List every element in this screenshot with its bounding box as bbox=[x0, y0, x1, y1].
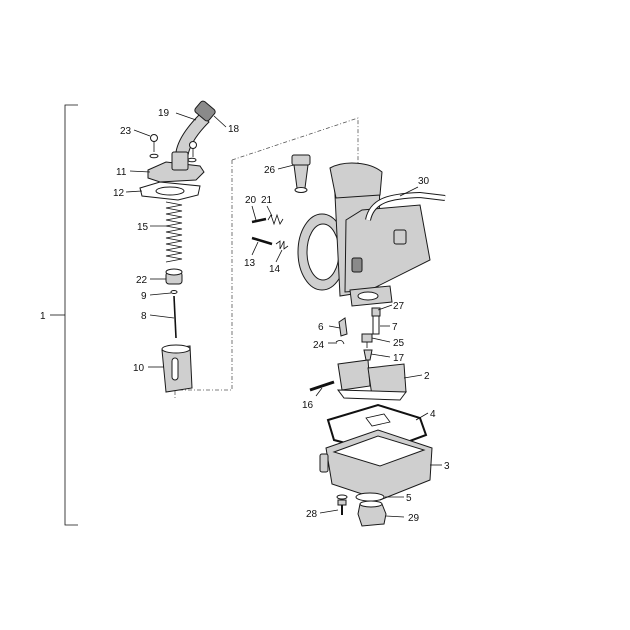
callout-26: 26 bbox=[264, 165, 276, 176]
clip-24 bbox=[335, 340, 345, 345]
cover-plate bbox=[147, 151, 205, 183]
jet-6 bbox=[338, 317, 348, 337]
carburetor-body bbox=[297, 162, 431, 307]
jet-7-27 bbox=[371, 307, 381, 335]
callout-18: 18 bbox=[228, 124, 240, 135]
callout-23: 23 bbox=[120, 126, 132, 137]
callout-6: 6 bbox=[318, 322, 324, 333]
jet-25 bbox=[361, 333, 373, 348]
callout-25: 25 bbox=[393, 338, 405, 349]
callout-30: 30 bbox=[418, 176, 430, 187]
callout-19: 19 bbox=[158, 108, 170, 119]
callout-3: 3 bbox=[444, 461, 450, 472]
float-bowl-3 bbox=[319, 429, 433, 501]
spring-15 bbox=[165, 201, 183, 263]
callout-12: 12 bbox=[113, 188, 125, 199]
leader-lines bbox=[125, 112, 442, 518]
pin-16 bbox=[309, 380, 335, 392]
callout-10: 10 bbox=[133, 363, 145, 374]
screw-28 bbox=[336, 494, 348, 515]
callout-2: 2 bbox=[424, 371, 430, 382]
callout-14: 14 bbox=[269, 264, 281, 275]
cap-26 bbox=[291, 154, 311, 193]
callout-22: 22 bbox=[136, 275, 148, 286]
callout-16: 16 bbox=[302, 400, 314, 411]
gasket-4 bbox=[326, 403, 428, 454]
callout-21: 21 bbox=[261, 195, 273, 206]
callout-7: 7 bbox=[392, 322, 398, 333]
throttle-cable-elbow bbox=[175, 100, 216, 156]
callout-28: 28 bbox=[306, 509, 318, 520]
callout-27: 27 bbox=[393, 301, 405, 312]
retainer-22 bbox=[165, 268, 183, 285]
callout-17: 17 bbox=[393, 353, 405, 364]
gasket-12 bbox=[139, 181, 201, 201]
callout-20: 20 bbox=[245, 195, 257, 206]
callout-11: 11 bbox=[116, 167, 127, 178]
needle-8 bbox=[173, 295, 177, 339]
o-ring-5 bbox=[355, 492, 385, 502]
callout-1: 1 bbox=[40, 311, 46, 322]
callout-4: 4 bbox=[430, 409, 436, 420]
callout-15: 15 bbox=[137, 222, 149, 233]
screw-23 bbox=[149, 134, 159, 159]
drain-plug-29 bbox=[357, 500, 387, 527]
callout-labels: 1 2 3 4 5 6 7 8 9 10 11 12 13 14 15 16 1… bbox=[40, 108, 450, 524]
assembly-bracket bbox=[50, 104, 78, 526]
callout-8: 8 bbox=[141, 311, 147, 322]
screw-13-14 bbox=[251, 236, 289, 250]
screw-20-21 bbox=[251, 213, 284, 226]
callout-29: 29 bbox=[408, 513, 420, 524]
callout-9: 9 bbox=[141, 291, 147, 302]
cable-30 bbox=[365, 191, 446, 221]
valve-17 bbox=[363, 349, 373, 361]
callout-13: 13 bbox=[244, 258, 256, 269]
callout-5: 5 bbox=[406, 493, 412, 504]
callout-24: 24 bbox=[313, 340, 325, 351]
enclosure-outline bbox=[174, 117, 359, 398]
float-2 bbox=[336, 359, 407, 401]
slide-10 bbox=[161, 344, 193, 393]
clip-9 bbox=[170, 290, 178, 294]
